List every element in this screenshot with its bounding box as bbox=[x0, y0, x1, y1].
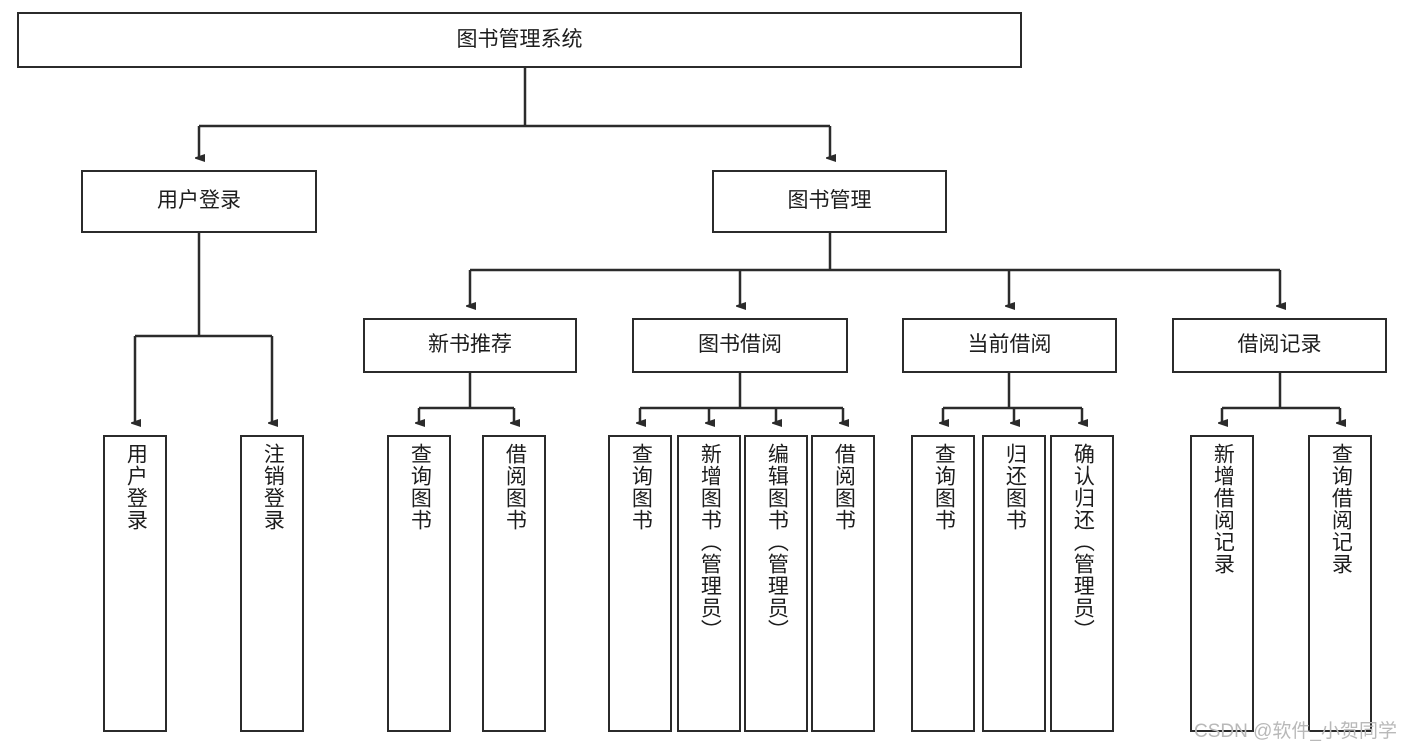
watermark-text: CSDN @软件_小贺同学 bbox=[1194, 721, 1397, 742]
node-leaf-query-record-label: 查询借阅记录 bbox=[1329, 443, 1353, 575]
node-user-login-label: 用户登录 bbox=[157, 189, 241, 213]
node-borrow-record-label: 借阅记录 bbox=[1237, 333, 1322, 357]
node-leaf-add-book-label: 新增图书（管理员） bbox=[698, 443, 722, 641]
node-book-manage-label: 图书管理 bbox=[787, 189, 872, 213]
node-leaf-user-logout[interactable]: 注销登录 bbox=[240, 435, 304, 732]
node-leaf-user-login[interactable]: 用户登录 bbox=[103, 435, 167, 732]
node-current-borrow-label: 当前借阅 bbox=[967, 333, 1052, 357]
node-book-borrow[interactable]: 图书借阅 bbox=[632, 318, 848, 373]
node-leaf-borrow-book-2-label: 借阅图书 bbox=[832, 443, 856, 531]
node-leaf-query-book-3-label: 查询图书 bbox=[932, 443, 956, 531]
node-leaf-borrow-book-2[interactable]: 借阅图书 bbox=[811, 435, 875, 732]
node-book-borrow-label: 图书借阅 bbox=[698, 333, 782, 357]
node-leaf-query-book-1[interactable]: 查询图书 bbox=[387, 435, 451, 732]
node-current-borrow[interactable]: 当前借阅 bbox=[902, 318, 1117, 373]
node-root[interactable]: 图书管理系统 bbox=[17, 12, 1022, 68]
node-user-login[interactable]: 用户登录 bbox=[81, 170, 317, 233]
node-root-label: 图书管理系统 bbox=[456, 27, 583, 51]
node-leaf-user-logout-label: 注销登录 bbox=[261, 443, 285, 531]
node-leaf-borrow-book-1[interactable]: 借阅图书 bbox=[482, 435, 546, 732]
node-book-manage[interactable]: 图书管理 bbox=[712, 170, 947, 233]
node-leaf-return-book[interactable]: 归还图书 bbox=[982, 435, 1046, 732]
node-leaf-confirm-return-label: 确认归还（管理员） bbox=[1071, 443, 1095, 641]
node-borrow-record[interactable]: 借阅记录 bbox=[1172, 318, 1387, 373]
node-leaf-add-record[interactable]: 新增借阅记录 bbox=[1190, 435, 1254, 732]
node-new-book-rec-label: 新书推荐 bbox=[428, 333, 512, 357]
node-new-book-rec[interactable]: 新书推荐 bbox=[363, 318, 577, 373]
node-leaf-query-book-2-label: 查询图书 bbox=[629, 443, 653, 531]
node-leaf-query-record[interactable]: 查询借阅记录 bbox=[1308, 435, 1372, 732]
node-leaf-edit-book[interactable]: 编辑图书（管理员） bbox=[744, 435, 808, 732]
node-leaf-return-book-label: 归还图书 bbox=[1003, 443, 1027, 531]
node-leaf-query-book-1-label: 查询图书 bbox=[408, 443, 432, 531]
node-leaf-add-book[interactable]: 新增图书（管理员） bbox=[677, 435, 741, 732]
node-leaf-edit-book-label: 编辑图书（管理员） bbox=[765, 443, 789, 641]
node-leaf-user-login-label: 用户登录 bbox=[124, 443, 148, 531]
node-leaf-confirm-return[interactable]: 确认归还（管理员） bbox=[1050, 435, 1114, 732]
node-leaf-query-book-3[interactable]: 查询图书 bbox=[911, 435, 975, 732]
node-leaf-add-record-label: 新增借阅记录 bbox=[1211, 443, 1235, 575]
node-leaf-borrow-book-1-label: 借阅图书 bbox=[503, 443, 527, 531]
node-leaf-query-book-2[interactable]: 查询图书 bbox=[608, 435, 672, 732]
